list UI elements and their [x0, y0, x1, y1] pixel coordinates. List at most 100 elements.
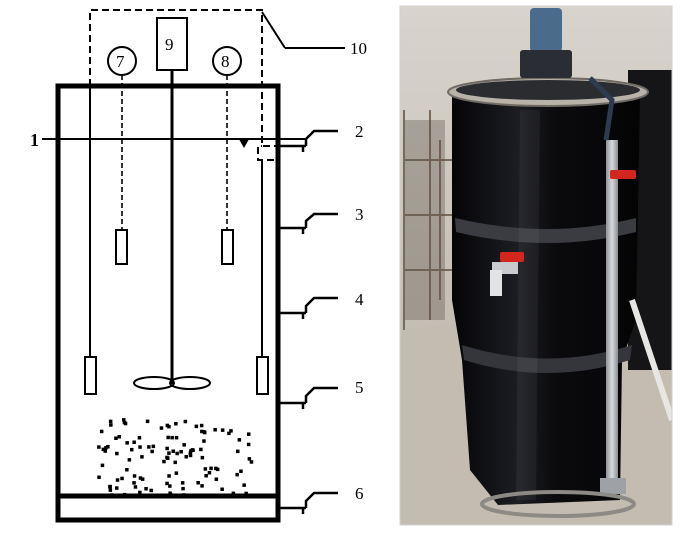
sludge-particle: [122, 418, 126, 422]
photo-rack-shadow: [405, 120, 445, 320]
sludge-particle: [199, 423, 204, 428]
sludge-particle: [99, 429, 104, 434]
sludge-particle: [130, 447, 134, 452]
sludge-particle: [145, 419, 150, 424]
sludge-particle: [108, 485, 112, 489]
sludge-particle: [229, 429, 233, 433]
sludge-particle: [166, 435, 170, 440]
sludge-particle: [235, 472, 239, 477]
sludge-particle: [125, 441, 129, 445]
photo-base-ring: [480, 490, 636, 518]
sludge-particle: [140, 477, 145, 481]
sludge-particle: [168, 491, 172, 495]
sludge-particle: [214, 466, 218, 471]
sludge-particle: [220, 428, 225, 432]
sludge-particle: [133, 485, 138, 489]
sludge-particle: [97, 445, 101, 449]
sludge-particle: [127, 458, 132, 462]
sludge-particle: [194, 424, 199, 429]
sludge-particle: [106, 445, 110, 449]
sludge-particle: [182, 493, 186, 497]
sludge-particle: [204, 474, 208, 478]
sludge-particle: [132, 481, 136, 485]
sludge-particle: [246, 442, 251, 447]
sludge-particle: [174, 422, 178, 426]
sludge-particle: [239, 469, 243, 473]
tank-wall: [55, 83, 281, 523]
sludge-particle: [165, 455, 169, 460]
sludge-particle: [231, 491, 236, 496]
label-9: 9: [165, 35, 174, 54]
photo-valve-handle-right: [610, 170, 636, 179]
sludge-particle: [242, 483, 246, 487]
sludge-particle: [117, 435, 121, 439]
sludge-particle: [122, 420, 127, 425]
sludge-particle: [115, 451, 119, 456]
sludge-particle: [108, 488, 113, 492]
photo-tank-highlight: [516, 110, 540, 500]
sludge-particle: [167, 451, 171, 455]
photo-right-rod: [629, 299, 672, 421]
label-3: 3: [355, 205, 364, 224]
sludge-particle: [132, 440, 136, 444]
sensor-8-probe: [221, 229, 234, 265]
sludge-particle: [165, 481, 169, 486]
label-8: 8: [221, 52, 230, 71]
label-2: 2: [355, 122, 364, 141]
sludge-particle: [181, 486, 185, 491]
label-4: 4: [355, 290, 364, 309]
sludge-particle: [132, 474, 137, 478]
label-5: 5: [355, 378, 364, 397]
photo-valve-handle-left: [500, 252, 524, 262]
sludge-particle: [227, 431, 231, 436]
sludge-particle: [115, 486, 119, 490]
sludge-particle: [184, 455, 188, 459]
sludge-particle: [151, 444, 156, 449]
sludge-particle: [209, 466, 213, 471]
sludge-particle: [122, 492, 127, 497]
sludge-particle: [108, 419, 113, 424]
sludge-particle: [120, 476, 124, 481]
sludge-particle: [97, 475, 101, 479]
sludge-particle: [247, 432, 251, 436]
sludge-particle: [165, 446, 169, 451]
tap-6: [278, 491, 338, 514]
sludge-particle: [214, 477, 219, 481]
photo-side-pipe: [606, 140, 618, 480]
sludge-particle: [203, 467, 208, 471]
sludge-particle: [168, 484, 172, 488]
sludge-particle: [207, 471, 212, 475]
leader-line-10: [261, 11, 286, 49]
sludge-particle: [200, 429, 204, 434]
sludge-particle: [179, 450, 183, 454]
sludge-particle: [159, 426, 164, 430]
sludge-particle: [249, 460, 254, 464]
sludge-particle: [149, 488, 153, 493]
sludge-particle: [199, 447, 203, 452]
sludge-particle: [137, 436, 142, 440]
sludge-particle: [175, 451, 179, 456]
tap-3: [278, 212, 338, 234]
photo-side-pipe-bend: [588, 76, 615, 141]
sludge-particle: [200, 455, 205, 460]
sludge-particle: [202, 439, 206, 443]
photo-tap-spout: [490, 270, 502, 296]
sludge-particles: [97, 418, 254, 497]
stirrer-blade-left: [133, 376, 175, 390]
sludge-particle: [244, 491, 248, 496]
label-7: 7: [116, 52, 125, 71]
sludge-particle: [236, 449, 240, 454]
water-level-marker: [239, 139, 249, 149]
sludge-particle: [147, 445, 151, 449]
sludge-particle: [174, 471, 179, 475]
sludge-particle: [247, 457, 252, 461]
sludge-particle: [182, 443, 186, 447]
stirrer-blade-right: [169, 376, 211, 390]
sludge-particle: [103, 449, 107, 453]
sludge-particle: [138, 476, 143, 480]
sludge-particle: [115, 478, 120, 482]
sludge-particle: [162, 459, 166, 464]
sludge-particle: [110, 493, 114, 497]
label-1: 1: [30, 130, 39, 150]
